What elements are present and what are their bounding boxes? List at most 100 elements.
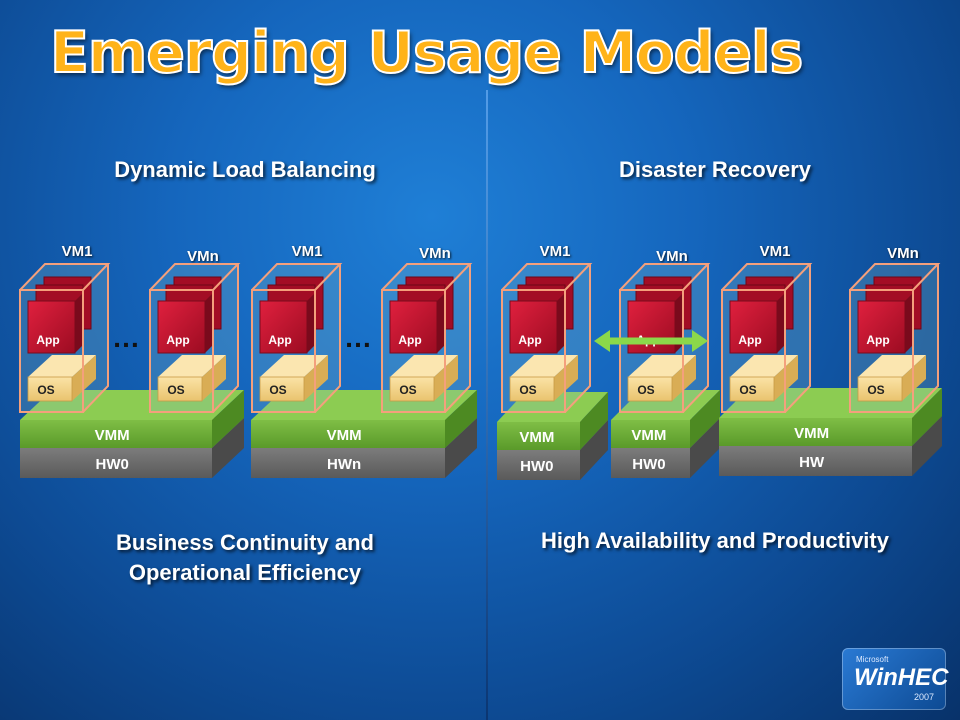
right-vm-3-outline-side	[784, 264, 811, 413]
slide-title: Emerging Usage Models	[49, 19, 804, 87]
right-vm-3-app-side	[777, 293, 785, 353]
right-vm-1-os-top	[510, 355, 578, 377]
right-host-3-vmm-side	[912, 388, 942, 446]
left-host-1-vmm-side	[212, 390, 244, 448]
right-vm-3-outline-top	[721, 263, 813, 291]
right-host-3-vmm-label: VMM	[794, 425, 829, 442]
left-vm-1-app-label: App	[36, 333, 59, 347]
left-vm-3-app-front	[259, 300, 308, 354]
logo-brand: WinHEC	[854, 664, 949, 691]
right-host-2-vmm-label: VMM	[631, 427, 666, 444]
right-vm-1-app-front	[509, 300, 558, 354]
right-host-3-hw-label: HW	[799, 454, 825, 471]
left-vm-1: OS App	[19, 263, 111, 413]
left-vm-3: OS App	[251, 263, 343, 413]
left-heading: Dynamic Load Balancing	[114, 157, 376, 182]
right-vm-2-outline-side	[682, 264, 709, 413]
left-vm-2-app-label: App	[166, 333, 189, 347]
left-vm-2-outline-top	[149, 263, 241, 291]
right-host-2-vmm-front	[611, 420, 690, 448]
left-vm-1-os-top	[28, 355, 96, 377]
left-vm-4-app-side	[437, 293, 445, 353]
left-vm-1-os-front	[27, 376, 73, 402]
left-vm-4-os-top	[390, 355, 458, 377]
logo-year: 2007	[913, 692, 934, 702]
migration-arrow	[594, 330, 708, 352]
left-vm-2: OS App	[149, 263, 241, 413]
left-vm-3-os-label: OS	[269, 383, 286, 397]
left-vm-4-app-front	[389, 300, 438, 354]
right-vm-2-outline-front	[619, 289, 684, 413]
right-vm-1-app-side	[557, 293, 565, 353]
migration-arrow-head-left	[594, 330, 610, 352]
vm-label-right-2: VMn	[656, 248, 688, 265]
right-host-3-hw-side	[912, 416, 942, 476]
right-vm-4-os-front	[857, 376, 903, 402]
left-vm-3-os-front	[259, 376, 305, 402]
winhec-logo: Microsoft WinHEC 2007	[842, 648, 949, 710]
left-vm-2-outline-side	[212, 264, 239, 413]
left-host-1-vmm-label: VMM	[95, 427, 130, 444]
right-vm-4: OS App	[849, 263, 941, 413]
vm-label-right-4: VMn	[887, 245, 919, 262]
right-vm-1-outline-side	[564, 264, 591, 413]
left-vm-2-outline-front	[149, 289, 214, 413]
left-caption-line1: Business Continuity and	[116, 530, 374, 555]
right-vm-3-os-label: OS	[739, 383, 756, 397]
right-vm-4-os-label: OS	[867, 383, 884, 397]
right-vm-4-os-top	[858, 355, 926, 377]
vm-label-right-3: VM1	[759, 243, 791, 260]
right-vm-2-os-front	[627, 376, 673, 402]
right-vm-1-outline-top	[501, 263, 593, 291]
left-vm-2-app-side	[205, 293, 213, 353]
right-vm-1-os-front	[509, 376, 555, 402]
right-vm-2-os-top	[628, 355, 696, 377]
right-vm-1-os-label: OS	[519, 383, 536, 397]
vm-label-left-4: VMn	[419, 245, 451, 262]
right-vm-3-os-top	[730, 355, 798, 377]
right-host-2-hw-side	[690, 418, 720, 478]
right-host-3-hw-front	[719, 446, 912, 476]
left-host-2-vmm-label: VMM	[327, 427, 362, 444]
right-host-1-vmm-front	[497, 422, 580, 450]
left-vm-1-app-side	[75, 293, 83, 353]
left-host-1-hw-side	[212, 418, 244, 478]
right-host-1-hw-label: HW0	[520, 458, 553, 475]
vm-label-left-2: VMn	[187, 248, 219, 265]
right-vm-1-outline-front	[501, 289, 566, 413]
left-caption: Business Continuity and Operational Effi…	[20, 528, 470, 588]
left-vm-3-os-top	[260, 355, 328, 377]
vm-label-left-3: VM1	[291, 243, 323, 260]
right-vm-3-app-front	[729, 300, 778, 354]
right-vm-2-outline-top	[619, 263, 711, 291]
right-vm-3-outline-front	[721, 289, 786, 413]
left-vm-1-outline-side	[82, 264, 109, 413]
right-vm-4-app-label: App	[866, 333, 889, 347]
right-vm-4-outline-top	[849, 263, 941, 291]
right-host-3: HW VMM	[719, 388, 942, 476]
left-vm-2-os-label: OS	[167, 383, 184, 397]
left-vm-1-outline-front	[19, 289, 84, 413]
left-vm-4-outline-top	[381, 263, 473, 291]
right-host-2-hw-label: HW0	[632, 456, 665, 473]
right-host-1-hw-front	[497, 450, 580, 480]
right-host-2-hw-front	[611, 448, 690, 478]
left-vm-1-app-front	[27, 300, 76, 354]
right-caption: High Availability and Productivity	[541, 528, 889, 553]
vm-label-right-1: VM1	[539, 243, 571, 260]
left-vm-4-outline-side	[444, 264, 471, 413]
left-vm-4: OS App	[381, 263, 473, 413]
right-vm-4-outline-front	[849, 289, 914, 413]
left-vm-2-os-top	[158, 355, 226, 377]
right-heading: Disaster Recovery	[618, 157, 811, 182]
left-vm-1-os-label: OS	[37, 383, 54, 397]
left-vm-4-app-label: App	[398, 333, 421, 347]
left-vm-3-app-label: App	[268, 333, 291, 347]
left-vm-2-app-front	[157, 300, 206, 354]
right-host-2-vmm-side	[690, 390, 720, 448]
left-vm-3-outline-side	[314, 264, 341, 413]
left-vm-4-os-label: OS	[399, 383, 416, 397]
